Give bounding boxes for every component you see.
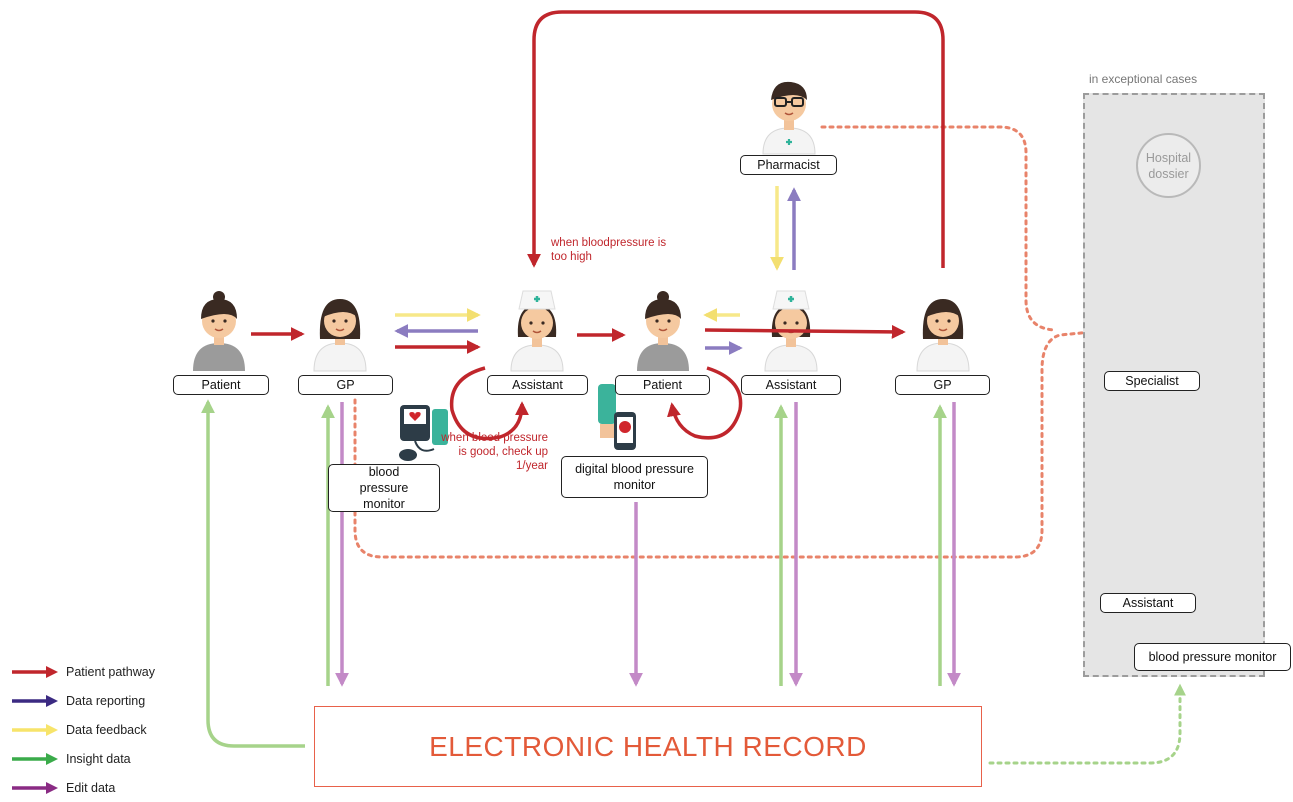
- legend-swatch: [12, 752, 58, 765]
- legend: Patient pathway Data reporting Data feed…: [12, 657, 155, 802]
- legend-item: Edit data: [12, 773, 155, 802]
- electronic-health-record: ELECTRONIC HEALTH RECORD: [314, 706, 982, 787]
- legend-item: Patient pathway: [12, 657, 155, 686]
- legend-label: Data feedback: [66, 722, 147, 737]
- label-digital-bp-monitor: digital blood pressure monitor: [561, 456, 708, 498]
- dotted-link-pharmacist-to-specialist: [820, 125, 1056, 332]
- legend-item: Data reporting: [12, 686, 155, 715]
- exceptional-cases-title: in exceptional cases: [1089, 72, 1198, 86]
- label-assistant-3: Assistant: [1100, 593, 1196, 613]
- pharmacist-avatar: [762, 81, 816, 155]
- label-bp-monitor-2: blood pressure monitor: [1134, 643, 1291, 671]
- dotted-link-ehr-to-exceptional: [988, 683, 1186, 765]
- hospital-dossier-node: Hospital dossier: [1136, 133, 1201, 198]
- legend-label: Edit data: [66, 780, 116, 795]
- legend-swatch: [12, 781, 58, 794]
- pathway-assistant1-selfloop: [449, 366, 529, 441]
- note-good: when blood pressure is good, check up 1/…: [441, 432, 548, 472]
- legend-label: Patient pathway: [66, 664, 155, 679]
- note-too-high: when bloodpressure is too high: [551, 237, 667, 263]
- gp-2-avatar: [916, 299, 970, 372]
- blood-pressure-monitor-icon: [399, 405, 448, 461]
- label-gp-1: GP: [298, 375, 393, 395]
- label-patient-2: Patient: [615, 375, 710, 395]
- pathway-patient2-selfloop: [667, 366, 743, 440]
- pathway-gp2-to-assistant1-loop: [527, 10, 945, 268]
- legend-item: Data feedback: [12, 715, 155, 744]
- label-patient-1: Patient: [173, 375, 269, 395]
- legend-swatch: [12, 665, 58, 678]
- legend-item: Insight data: [12, 744, 155, 773]
- legend-label: Insight data: [66, 751, 131, 766]
- label-gp-2: GP: [895, 375, 990, 395]
- legend-swatch: [12, 723, 58, 736]
- patient-1-avatar: [193, 291, 245, 371]
- legend-label: Data reporting: [66, 693, 146, 708]
- insight-ehr-to-patient1: [201, 399, 305, 748]
- dotted-link-gp-to-specialist: [353, 325, 1105, 559]
- label-pharmacist: Pharmacist: [740, 155, 837, 175]
- gp-1-avatar: [313, 299, 367, 372]
- label-bp-monitor-1: blood pressure monitor: [328, 464, 440, 512]
- digital-blood-pressure-monitor-icon: [598, 384, 636, 450]
- label-specialist: Specialist: [1104, 371, 1200, 391]
- label-assistant-2: Assistant: [741, 375, 841, 395]
- label-assistant-1: Assistant: [487, 375, 588, 395]
- patient-2-avatar: [637, 291, 689, 371]
- pathway-patient2-to-gp2: [704, 324, 906, 339]
- legend-swatch: [12, 694, 58, 707]
- assistant-1-avatar: [510, 290, 564, 372]
